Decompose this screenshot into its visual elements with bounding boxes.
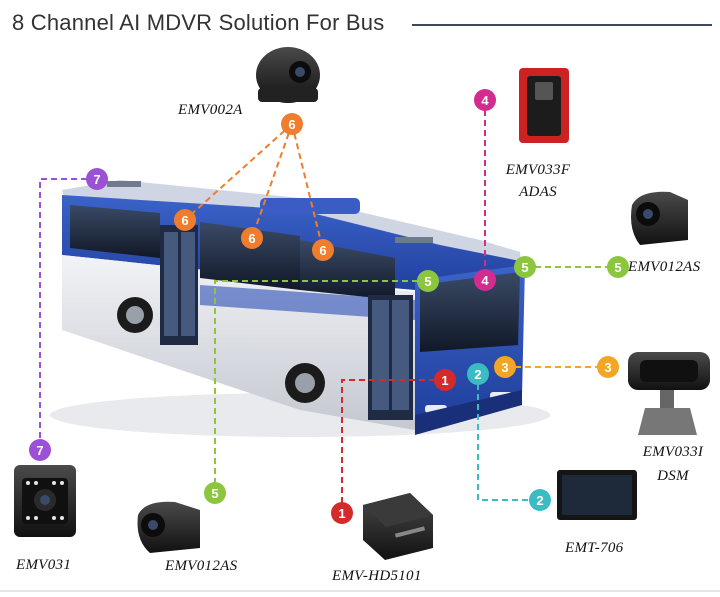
badge-6-top: 6: [281, 113, 303, 135]
label-emt706: EMT-706: [565, 540, 624, 556]
badge-5-bus-right: 5: [514, 256, 536, 278]
badge-6-mid: 6: [241, 227, 263, 249]
badge-4-bus: 4: [474, 269, 496, 291]
label-adas: ADAS: [519, 184, 557, 200]
badge-5-bus-left: 5: [417, 270, 439, 292]
badge-1-bottom: 1: [331, 502, 353, 524]
svg-text:4: 4: [481, 93, 489, 108]
label-emv033i: EMV033I: [642, 444, 704, 460]
svg-text:5: 5: [211, 486, 218, 501]
svg-text:2: 2: [536, 493, 543, 508]
connection-5: [214, 266, 618, 493]
svg-text:2: 2: [474, 367, 481, 382]
label-emv031: EMV031: [16, 557, 72, 573]
mdvr-image: [363, 493, 433, 560]
badge-2-bus: 2: [467, 363, 489, 385]
svg-text:7: 7: [93, 172, 100, 187]
badge-7-bottom: 7: [29, 439, 51, 461]
svg-text:6: 6: [248, 231, 255, 246]
svg-text:6: 6: [288, 117, 295, 132]
side-camera-right-image: [631, 191, 688, 245]
adas-camera-image: [519, 68, 569, 143]
label-emv033f: EMV033F: [505, 162, 571, 178]
badge-6-left: 6: [174, 209, 196, 231]
svg-text:5: 5: [424, 274, 431, 289]
badge-3-bus: 3: [494, 356, 516, 378]
badge-2-right: 2: [529, 489, 551, 511]
svg-text:6: 6: [319, 243, 326, 258]
connection-2: [477, 374, 540, 501]
badge-3-right: 3: [597, 356, 619, 378]
side-camera-left-image: [137, 501, 200, 553]
badge-5-right: 5: [607, 256, 629, 278]
svg-text:6: 6: [181, 213, 188, 228]
svg-text:7: 7: [36, 443, 43, 458]
badge-5-bottom: 5: [204, 482, 226, 504]
badge-7-top: 7: [86, 168, 108, 190]
svg-text:1: 1: [338, 506, 345, 521]
svg-text:1: 1: [441, 373, 448, 388]
bottom-divider: [0, 590, 720, 592]
badge-4-top: 4: [474, 89, 496, 111]
connection-1: [341, 379, 445, 505]
dsm-camera-image: [628, 352, 710, 435]
label-dsm: DSM: [657, 468, 689, 484]
svg-text:4: 4: [481, 273, 489, 288]
connection-6: [184, 123, 324, 251]
rear-camera-image: [14, 465, 76, 537]
dome-camera-image: [256, 47, 320, 103]
title-divider: [412, 24, 712, 26]
label-emv002a: EMV002A: [178, 102, 243, 118]
svg-text:5: 5: [614, 260, 621, 275]
bus-illustration: [50, 180, 550, 437]
label-emv012as-left: EMV012AS: [165, 558, 238, 574]
monitor-image: [557, 470, 637, 520]
badge-6-right: 6: [312, 239, 334, 261]
page-title: 8 Channel AI MDVR Solution For Bus: [12, 10, 385, 35]
svg-text:3: 3: [501, 360, 508, 375]
svg-text:5: 5: [521, 260, 528, 275]
badge-1-bus: 1: [434, 369, 456, 391]
label-emv-hd5101: EMV-HD5101: [332, 568, 422, 584]
svg-text:3: 3: [604, 360, 611, 375]
label-emv012as-right: EMV012AS: [628, 259, 701, 275]
